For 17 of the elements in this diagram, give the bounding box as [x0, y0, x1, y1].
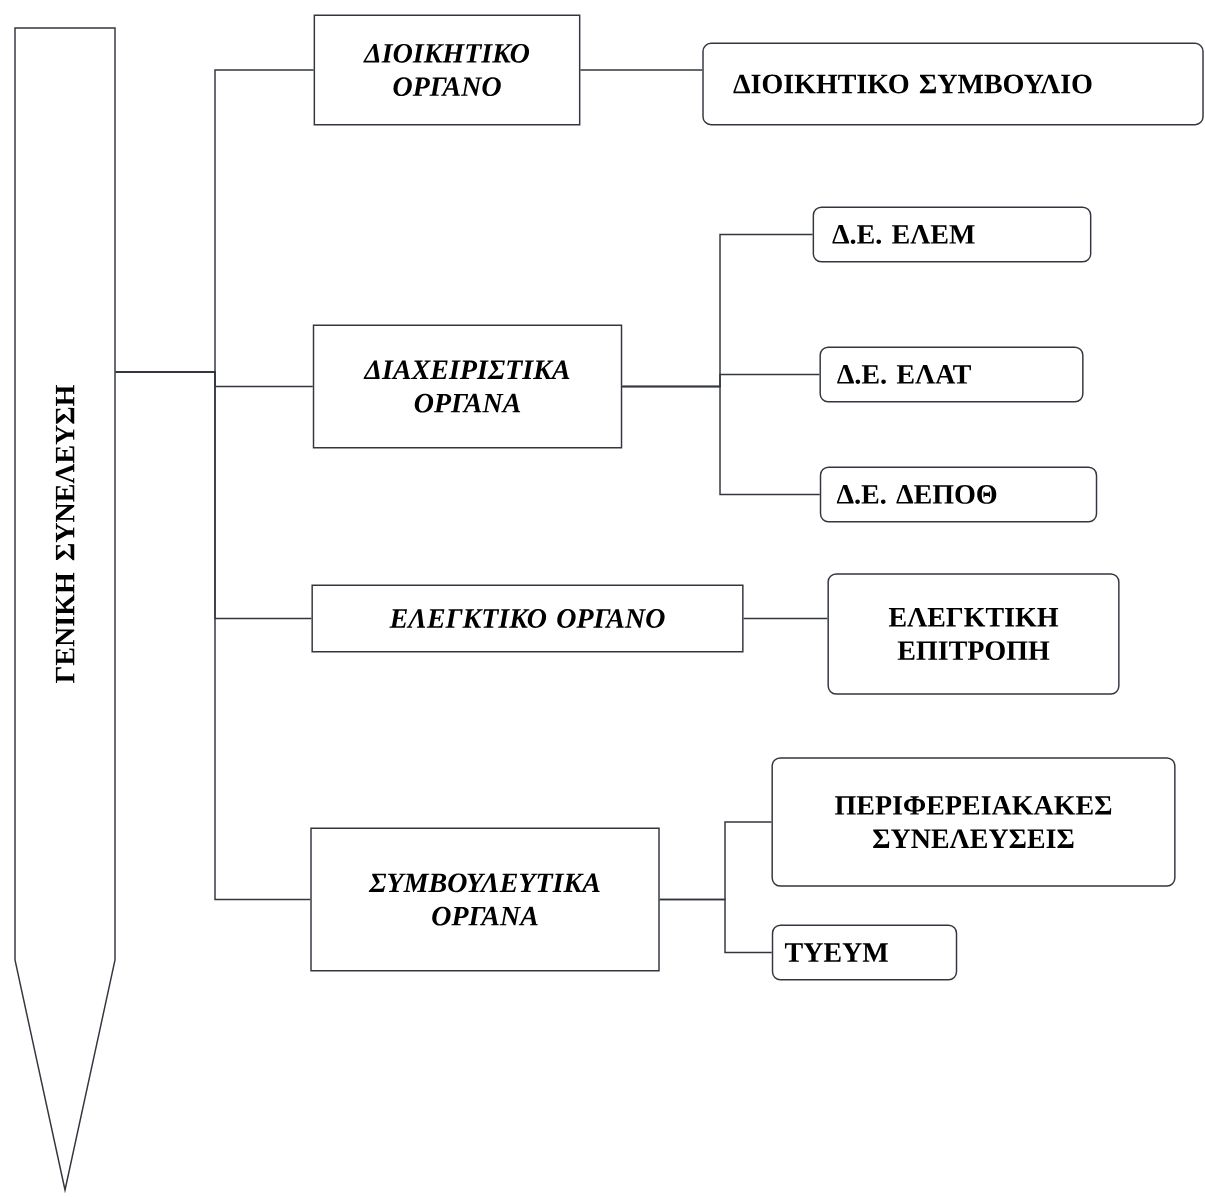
unit-box: Δ.Ε. ΕΛΕΜ [812, 206, 1092, 263]
connector-line [621, 385, 821, 496]
pencil-shape-box: ΓΕΝΙΚΗ ΣΥΝΕΛΕΥΣΗ [14, 27, 116, 1194]
unit-box: ΤΥΕΥΜ [771, 924, 958, 981]
connector-line [742, 617, 829, 620]
unit-box: ΔΙΟΙΚΗΤΙΚΟ ΣΥΜΒΟΥΛΙΟ [702, 42, 1204, 126]
unit-box: Δ.Ε. ΔΕΠΟΘ [819, 466, 1098, 523]
connector-line [659, 898, 773, 954]
organ-box: ΕΛΕΓΚΤΙΚΟ ΟΡΓΑΝΟ [311, 584, 744, 653]
unit-box: ΠΕΡΙΦΕΡΕΙΑΚΑΚΕΣ ΣΥΝΕΛΕΥΣΕΙΣ [771, 757, 1176, 887]
connector-line [115, 371, 311, 901]
organ-box: ΣΥΜΒΟΥΛΕΥΤΙΚΑ ΟΡΓΑΝΑ [310, 827, 660, 972]
connector-line [579, 69, 703, 71]
unit-box: ΕΛΕΓΚΤΙΚΗ ΕΠΙΤΡΟΠΗ [827, 573, 1120, 695]
organ-box: ΔΙΟΙΚΗΤΙΚΟ ΟΡΓΑΝΟ [313, 14, 581, 126]
unit-box: Δ.Ε. ΕΛΑΤ [819, 346, 1084, 403]
organ-box: ΔΙΑΧΕΙΡΙΣΤΙΚΑ ΟΡΓΑΝΑ [312, 324, 623, 449]
